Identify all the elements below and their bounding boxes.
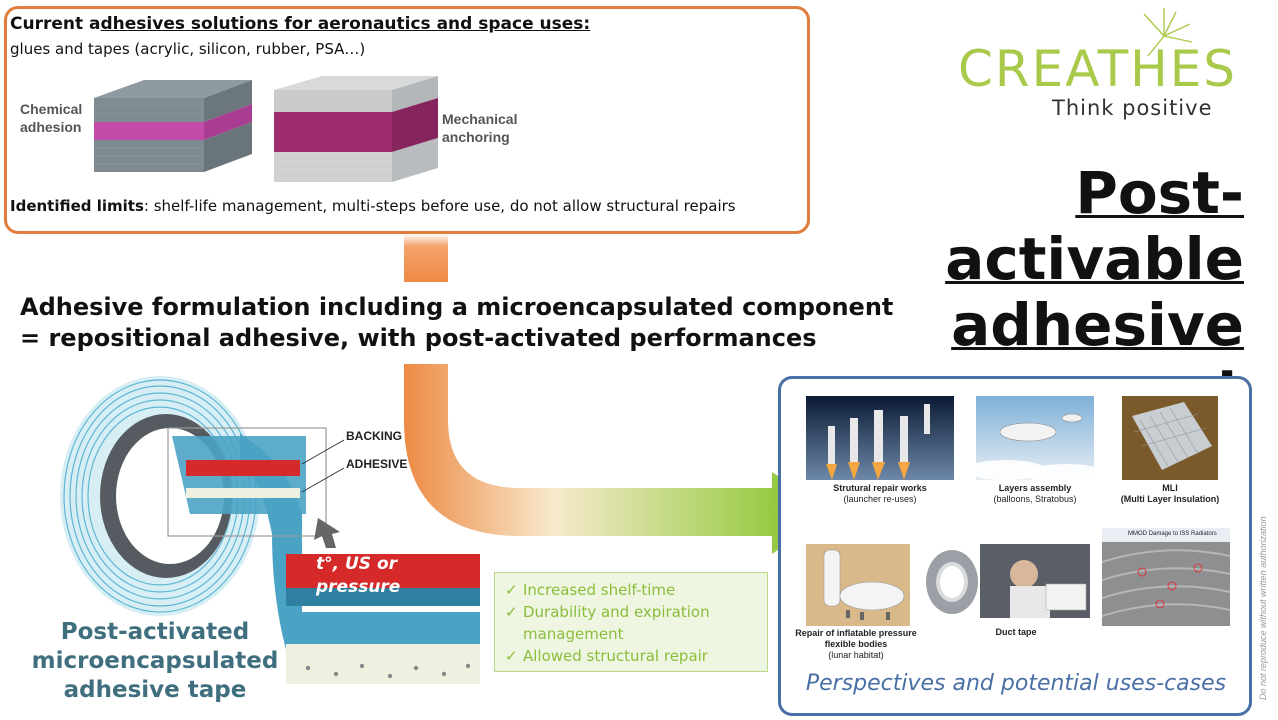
case-mli-caption: MLI(Multi Layer Insulation) [1120, 483, 1220, 504]
current-adhesives-subtitle: glues and tapes (acrylic, silicon, rubbe… [10, 40, 366, 58]
main-title-line: adhesive [951, 291, 1244, 359]
iss-image-header: MMOD Damage to ISS Radiators [1102, 528, 1230, 542]
backing-label: BACKING [346, 429, 402, 443]
activation-label: t°, US or pressure [316, 553, 400, 599]
copyright-side-note: Do not reproduce without written authori… [1258, 516, 1268, 700]
rockets-image [806, 396, 954, 480]
adhesive-label: ADHESIVE [346, 457, 408, 471]
chemical-adhesion-label: Chemical adhesion [20, 101, 83, 135]
iss-radiator-image [1102, 542, 1230, 626]
current-adhesives-title: Current adhesives solutions for aeronaut… [10, 14, 591, 34]
logo-spark-icon [1143, 8, 1193, 57]
case-layers-caption: Layers assembly(balloons, Stratobus) [993, 483, 1077, 504]
case-inflatable-caption: Repair of inflatable pressure flexible b… [795, 628, 917, 660]
statement-line: = repositional adhesive, with post-activ… [20, 324, 817, 352]
adhesive-tape-illustration [60, 376, 480, 684]
chemical-adhesion-image [94, 80, 252, 172]
creathes-logo-word: CREATHES [958, 40, 1238, 98]
benefit-item: ✓Increased shelf-time [505, 581, 676, 599]
mechanical-anchoring-image [274, 76, 438, 182]
check-icon: ✓ [505, 647, 518, 665]
identified-limits-text: Identified limits: shelf-life management… [10, 197, 736, 215]
case-duct-caption: Duct tape [995, 627, 1037, 637]
check-icon: ✓ [505, 581, 518, 599]
check-icon: ✓ [505, 603, 518, 621]
mli-image [1122, 396, 1218, 480]
main-title-line: Post-activable [945, 159, 1244, 293]
stratobus-image [976, 396, 1094, 480]
statement-line: Adhesive formulation including a microen… [20, 293, 894, 321]
case-repair-caption: Strutural repair works(launcher re-uses) [833, 483, 927, 504]
activation-line: t°, US or [316, 554, 398, 574]
creathes-logo-tagline: Think positive [1052, 96, 1213, 120]
tape-caption: Post-activated microencapsulated adhesiv… [20, 618, 290, 705]
benefits-box: ✓Increased shelf-time ✓Durability and ex… [494, 572, 768, 672]
benefit-item: ✓Durability and expiration management [505, 603, 710, 643]
lunar-habitat-image [806, 544, 910, 626]
perspectives-caption: Perspectives and potential uses-cases [805, 671, 1227, 696]
activation-line: pressure [316, 577, 401, 597]
tape-caption-line: microencapsulated [31, 648, 279, 674]
tape-caption-line: adhesive tape [63, 677, 247, 703]
astronaut-repair-image [980, 544, 1090, 618]
formulation-statement: Adhesive formulation including a microen… [20, 292, 893, 354]
mechanical-anchoring-label: Mechanical anchoring [442, 111, 518, 145]
benefit-item: ✓Allowed structural repair [505, 647, 708, 665]
duct-tape-image [926, 550, 978, 614]
tape-caption-line: Post-activated [60, 619, 250, 645]
